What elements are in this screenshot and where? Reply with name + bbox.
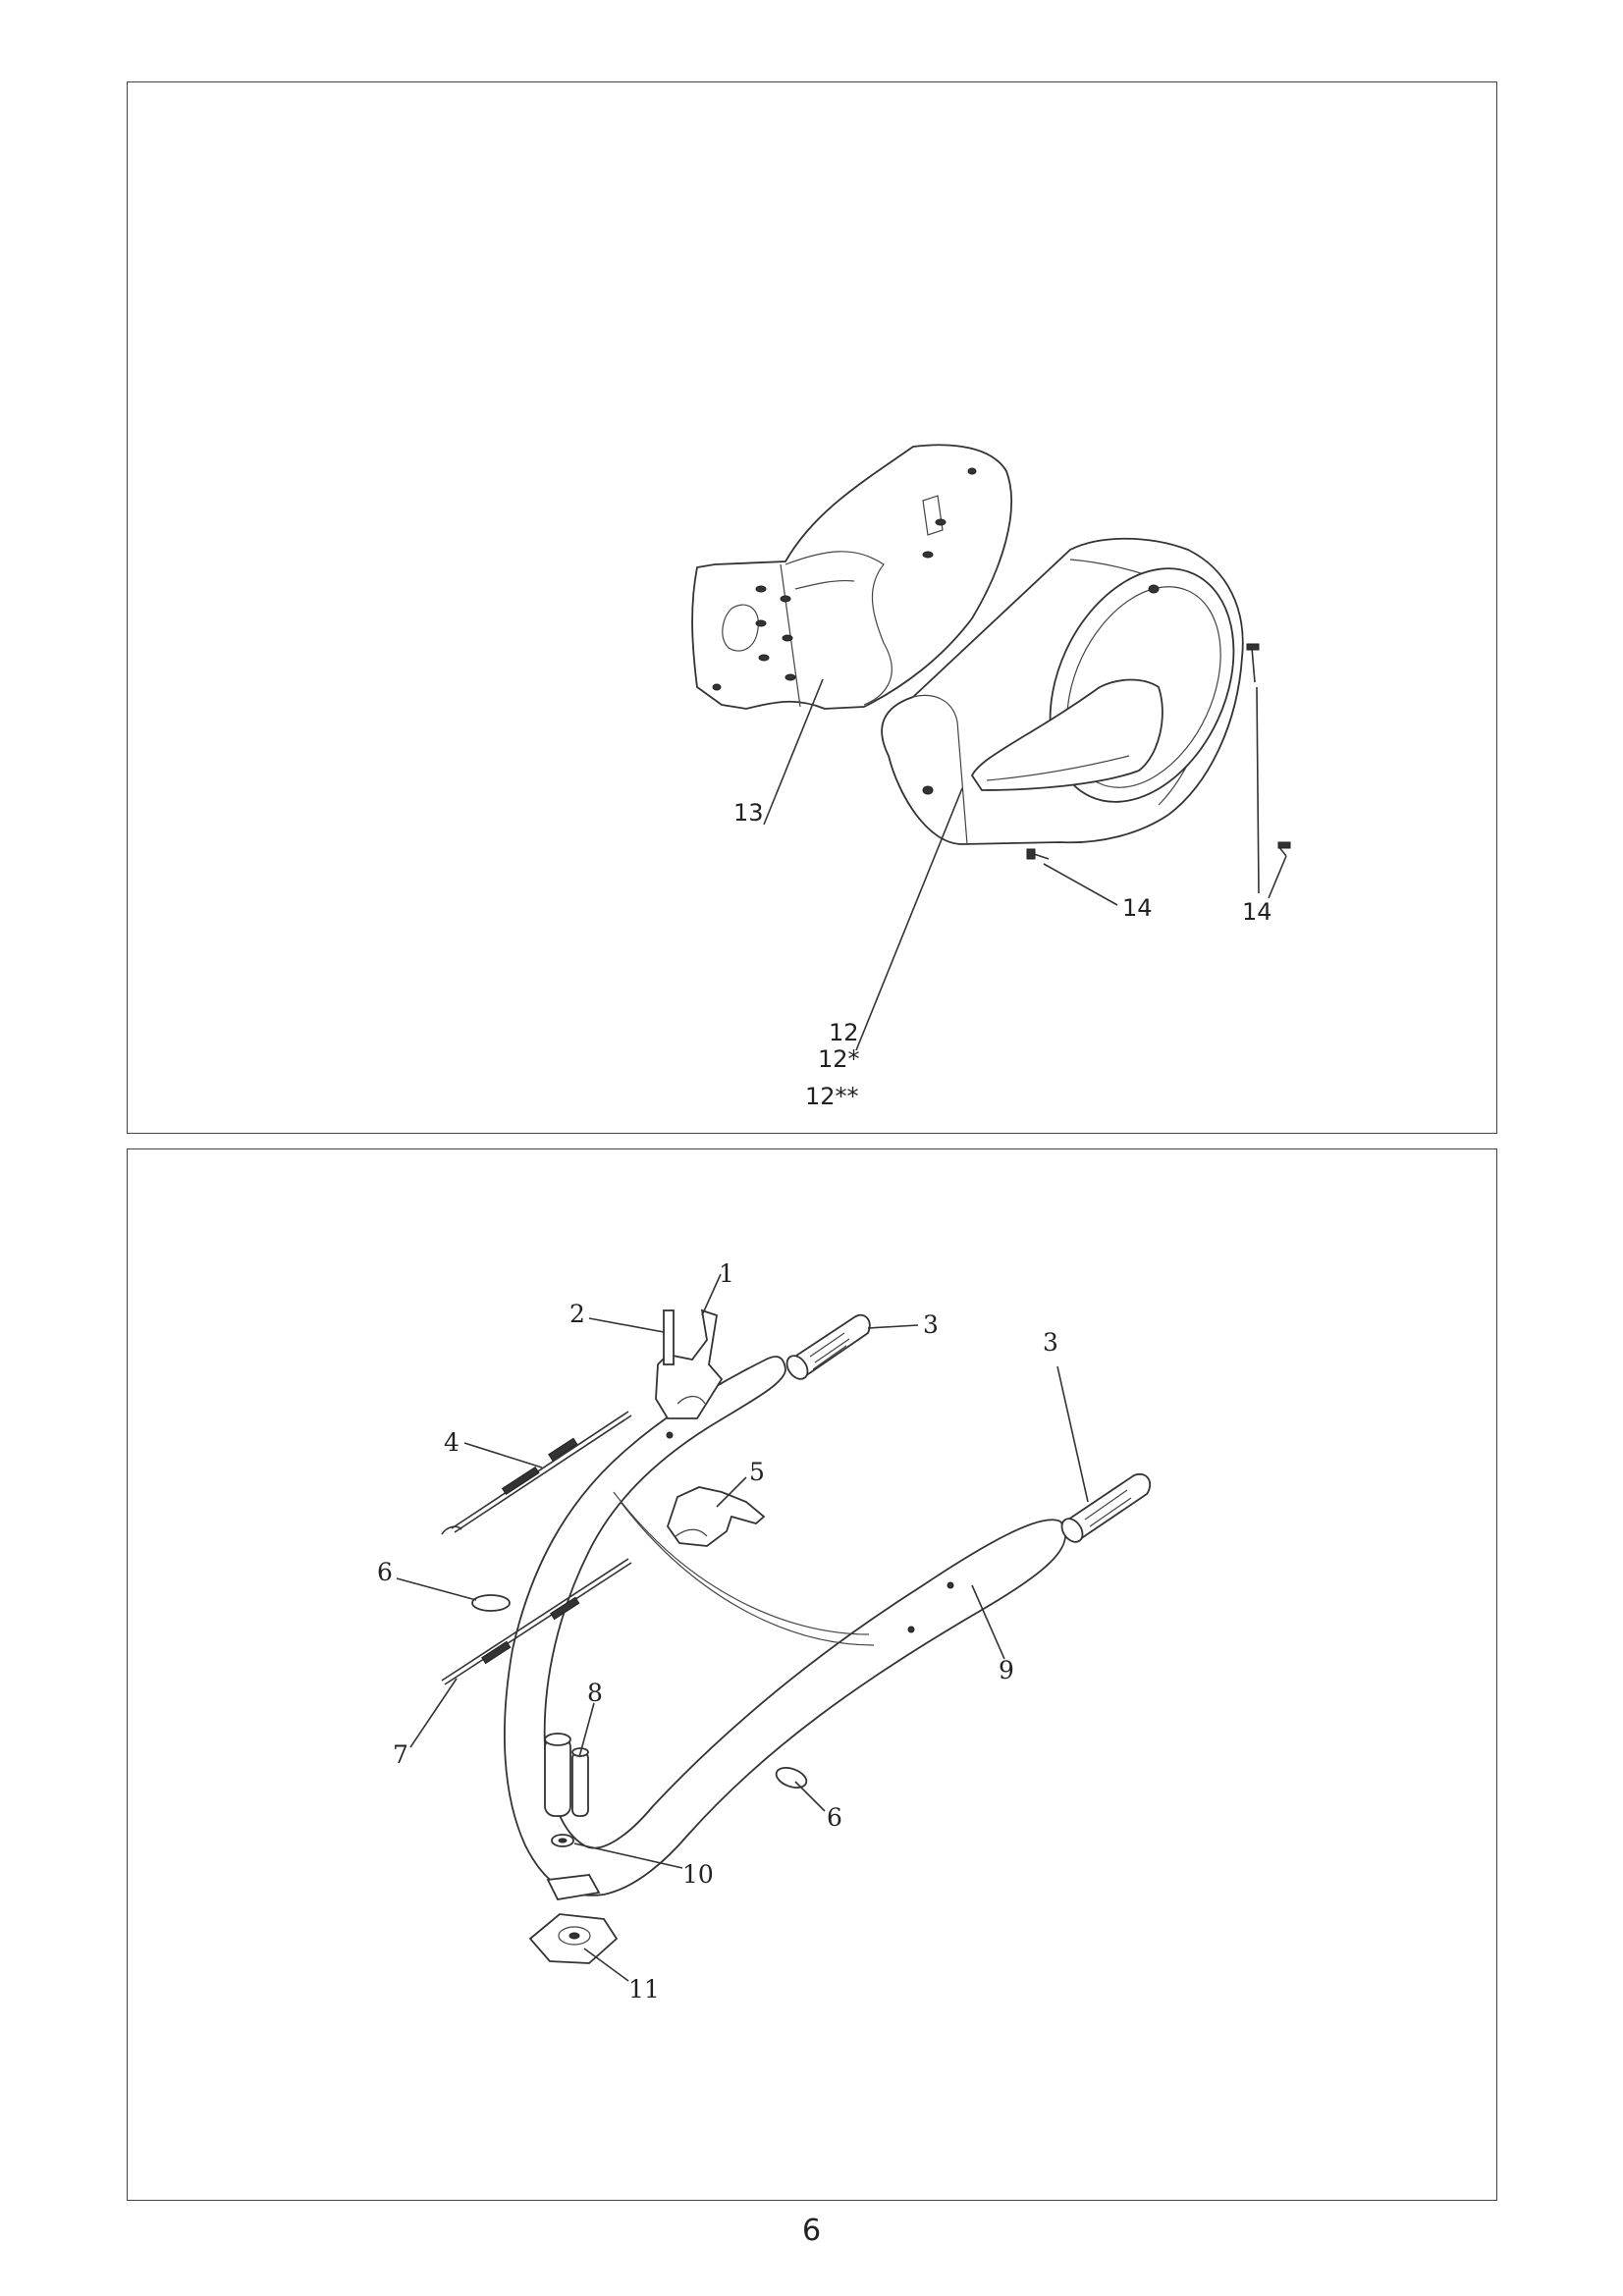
drive-cover-part-12 (881, 537, 1244, 845)
label-6-left: 6 (377, 1558, 393, 1586)
label-1: 1 (719, 1259, 734, 1288)
label-4: 4 (444, 1428, 460, 1457)
label-6-lower: 6 (827, 1803, 842, 1832)
label-8: 8 (587, 1679, 603, 1707)
screws-part-14 (1026, 643, 1291, 860)
lever-part-1-and-pin-part-2 (655, 1308, 724, 1419)
label-5: 5 (749, 1458, 765, 1486)
label-13: 13 (733, 799, 764, 827)
label-11: 11 (628, 1975, 660, 2003)
label-2: 2 (569, 1300, 585, 1328)
clamp-part-6 (471, 1594, 808, 1789)
base-part-11 (528, 1874, 619, 1964)
grip-part-3-right (1060, 1472, 1152, 1543)
label-12-double-star: 12** (805, 1083, 859, 1110)
cable-part-4 (441, 1411, 632, 1535)
washer-part-10 (551, 1834, 574, 1847)
label-3-right: 3 (1043, 1328, 1058, 1357)
label-7: 7 (393, 1740, 408, 1769)
label-12: 12 (829, 1019, 859, 1046)
label-3-upper: 3 (923, 1310, 939, 1339)
back-plate-part-13 (691, 444, 1012, 710)
top-leader-lines (763, 678, 1287, 1051)
label-14-left: 14 (1122, 894, 1153, 922)
label-9: 9 (999, 1656, 1014, 1684)
label-10: 10 (682, 1860, 714, 1889)
label-14-right: 14 (1242, 898, 1272, 926)
cable-part-7 (441, 1558, 632, 1685)
page-number: 6 (801, 2214, 822, 2248)
grip-part-3-upper (785, 1313, 871, 1380)
lever-part-5 (667, 1486, 766, 1547)
label-12-star: 12* (818, 1045, 860, 1073)
bottom-leader-lines (396, 1273, 1089, 1982)
